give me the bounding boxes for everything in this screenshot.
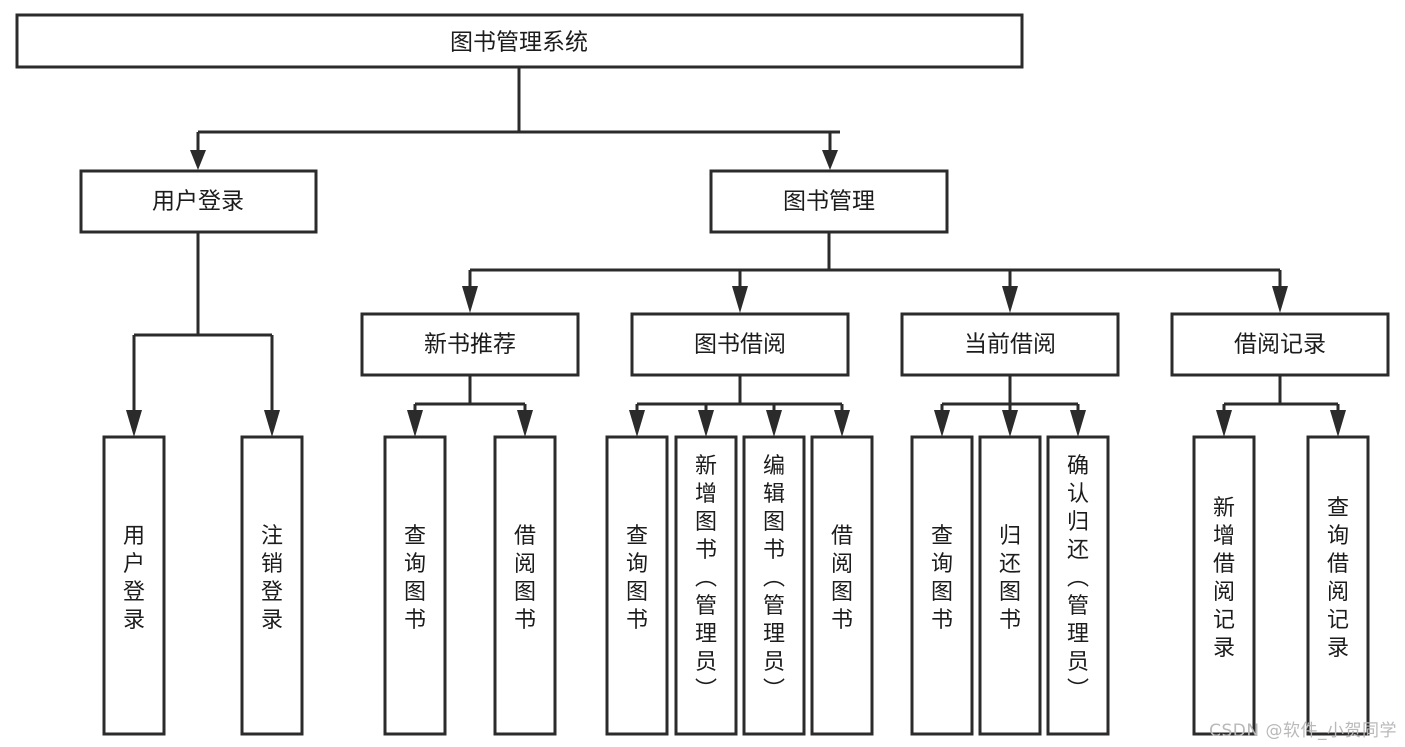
- node-leaf-logout-box[interactable]: [240, 435, 304, 736]
- arrow-bb-to-leaf4: [834, 410, 850, 437]
- node-leaf-user-login[interactable]: 用户登录: [102, 435, 166, 736]
- node-borrow-record-box[interactable]: [1170, 312, 1390, 377]
- node-leaf-return-book-box[interactable]: [978, 435, 1042, 736]
- arrow-cb-to-leaf3: [1070, 410, 1086, 437]
- node-leaf-borrow-book-1-label: 借阅图书: [514, 524, 536, 633]
- node-leaf-return-book[interactable]: 归还图书: [978, 435, 1042, 736]
- arrow-bb-to-leaf3: [766, 410, 782, 437]
- node-book-borrow[interactable]: 图书借阅: [630, 312, 850, 377]
- node-leaf-borrow-book-1[interactable]: 借阅图书: [493, 435, 557, 736]
- node-current-borrow-label: 当前借阅: [964, 332, 1056, 358]
- arrow-root-to-book-manage: [822, 150, 838, 170]
- arrow-bm-to-borrow-record: [1272, 286, 1288, 313]
- node-leaf-confirm-return-box[interactable]: [1046, 435, 1110, 736]
- node-leaf-borrow-book-1-box[interactable]: [493, 435, 557, 736]
- node-leaf-return-book-label: 归还图书: [999, 524, 1021, 633]
- node-leaf-add-book[interactable]: 新增图书︵管理员︶: [674, 435, 738, 736]
- node-leaf-logout[interactable]: 注销登录: [240, 435, 304, 736]
- edge-group: [126, 67, 1346, 437]
- node-leaf-borrow-book-2-label: 借阅图书: [831, 524, 853, 633]
- arrow-cb-to-leaf2: [1002, 410, 1018, 437]
- node-leaf-confirm-return-label: 确认归还︵管理员︶: [1067, 454, 1089, 703]
- node-book-manage[interactable]: 图书管理: [709, 169, 949, 234]
- node-book-borrow-label: 图书借阅: [694, 332, 786, 358]
- node-root-box[interactable]: [15, 13, 1024, 69]
- node-leaf-query-book-3[interactable]: 查询图书: [910, 435, 974, 736]
- csdn-watermark: CSDN @软件_小贺同学: [1209, 721, 1397, 741]
- node-book-borrow-box[interactable]: [630, 312, 850, 377]
- node-new-book-rec-label: 新书推荐: [424, 332, 516, 358]
- node-leaf-query-book-1-box[interactable]: [383, 435, 447, 736]
- node-new-book-rec-box[interactable]: [360, 312, 580, 377]
- node-leaf-add-book-label: 新增图书︵管理员︶: [695, 454, 717, 703]
- node-new-book-rec[interactable]: 新书推荐: [360, 312, 580, 377]
- node-leaf-add-record-label: 新增借阅记录: [1213, 496, 1235, 661]
- arrow-ul-to-leaf2: [264, 410, 280, 437]
- arrow-nbr-to-leaf2: [517, 410, 533, 437]
- node-leaf-query-book-1[interactable]: 查询图书: [383, 435, 447, 736]
- arrow-nbr-to-leaf1: [407, 410, 423, 437]
- arrow-br-to-leaf2: [1330, 410, 1346, 437]
- node-leaf-user-login-label: 用户登录: [123, 524, 145, 633]
- arrow-ul-to-leaf1: [126, 410, 142, 437]
- arrow-bm-to-book-borrow: [732, 286, 748, 313]
- arrow-br-to-leaf1: [1216, 410, 1232, 437]
- node-leaf-query-book-3-label: 查询图书: [931, 524, 953, 633]
- arrow-bm-to-current-borrow: [1002, 286, 1018, 313]
- node-current-borrow-box[interactable]: [900, 312, 1120, 377]
- node-leaf-query-book-2-label: 查询图书: [626, 524, 648, 633]
- node-leaf-add-record[interactable]: 新增借阅记录: [1192, 435, 1256, 736]
- node-leaf-query-book-2-box[interactable]: [605, 435, 669, 736]
- node-root[interactable]: 图书管理系统: [15, 13, 1024, 69]
- node-leaf-add-record-box[interactable]: [1192, 435, 1256, 736]
- arrow-bm-to-new-book-rec: [462, 286, 478, 313]
- node-borrow-record[interactable]: 借阅记录: [1170, 312, 1390, 377]
- node-book-manage-box[interactable]: [709, 169, 949, 234]
- node-root-label: 图书管理系统: [450, 30, 588, 56]
- node-leaf-query-record-label: 查询借阅记录: [1327, 496, 1349, 661]
- node-user-login[interactable]: 用户登录: [79, 169, 318, 234]
- node-user-login-label: 用户登录: [152, 189, 244, 215]
- node-user-login-box[interactable]: [79, 169, 318, 234]
- node-borrow-record-label: 借阅记录: [1234, 332, 1326, 358]
- node-leaf-user-login-box[interactable]: [102, 435, 166, 736]
- node-leaf-confirm-return[interactable]: 确认归还︵管理员︶: [1046, 435, 1110, 736]
- node-leaf-add-book-box[interactable]: [674, 435, 738, 736]
- node-leaf-edit-book-label: 编辑图书︵管理员︶: [763, 454, 785, 703]
- arrow-root-to-user-login: [190, 150, 206, 170]
- node-leaf-query-book-3-box[interactable]: [910, 435, 974, 736]
- node-leaf-query-record[interactable]: 查询借阅记录: [1306, 435, 1370, 736]
- node-book-manage-label: 图书管理: [783, 189, 875, 215]
- node-leaf-edit-book-box[interactable]: [742, 435, 806, 736]
- node-leaf-borrow-book-2-box[interactable]: [810, 435, 874, 736]
- node-leaf-borrow-book-2[interactable]: 借阅图书: [810, 435, 874, 736]
- node-current-borrow[interactable]: 当前借阅: [900, 312, 1120, 377]
- node-leaf-query-record-box[interactable]: [1306, 435, 1370, 736]
- node-leaf-logout-label: 注销登录: [261, 524, 283, 633]
- arrow-bb-to-leaf1: [629, 410, 645, 437]
- node-leaf-edit-book[interactable]: 编辑图书︵管理员︶: [742, 435, 806, 736]
- arrow-cb-to-leaf1: [934, 410, 950, 437]
- arrow-bb-to-leaf2: [698, 410, 714, 437]
- node-leaf-query-book-1-label: 查询图书: [404, 524, 426, 633]
- node-leaf-query-book-2[interactable]: 查询图书: [605, 435, 669, 736]
